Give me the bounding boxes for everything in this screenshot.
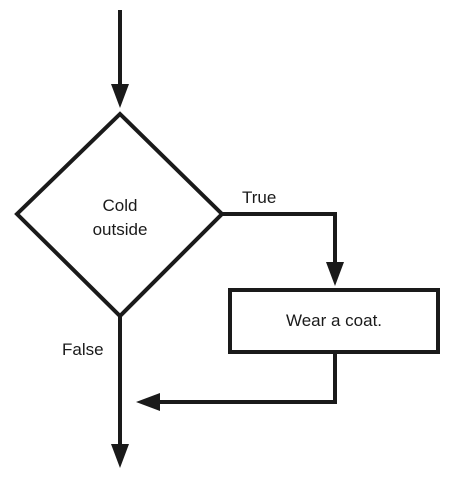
true-branch-line — [222, 212, 337, 268]
entry-arrowhead — [111, 84, 129, 108]
decision-label-line2: outside — [92, 220, 148, 239]
merge-line — [154, 352, 337, 404]
decision-label-line1: Cold — [102, 196, 138, 215]
true-label: True — [242, 188, 277, 207]
process-label: Wear a coat. — [285, 311, 383, 330]
merge-arrowhead — [136, 393, 160, 411]
true-branch-arrowhead — [326, 262, 344, 286]
decision-label: Cold outside — [70, 194, 170, 242]
false-label: False — [62, 340, 104, 359]
process-box — [228, 288, 440, 354]
exit-arrowhead — [111, 444, 129, 468]
